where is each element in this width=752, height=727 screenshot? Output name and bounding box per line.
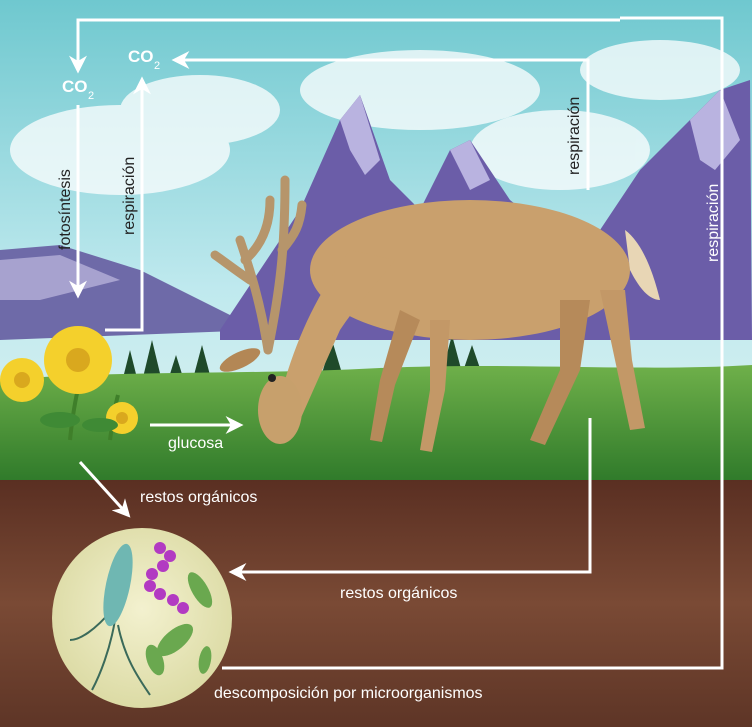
svg-text:2: 2: [154, 60, 160, 72]
microorganism-circle: [52, 528, 232, 708]
respiracion-plant-label: respiración: [121, 157, 138, 235]
descomposicion-label: descomposición por microorganismos: [214, 685, 483, 702]
respiracion-soil-label: respiración: [705, 184, 722, 262]
fotosintesis-label: fotosíntesis: [57, 169, 74, 250]
restos-plant-label: restos orgánicos: [140, 489, 257, 506]
glucosa-label: glucosa: [168, 435, 223, 452]
svg-text:2: 2: [88, 90, 94, 102]
respiracion-deer-label: respiración: [566, 97, 583, 175]
svg-text:CO: CO: [62, 77, 88, 96]
svg-text:CO: CO: [128, 47, 154, 66]
restos-deer-label: restos orgánicos: [340, 585, 457, 602]
